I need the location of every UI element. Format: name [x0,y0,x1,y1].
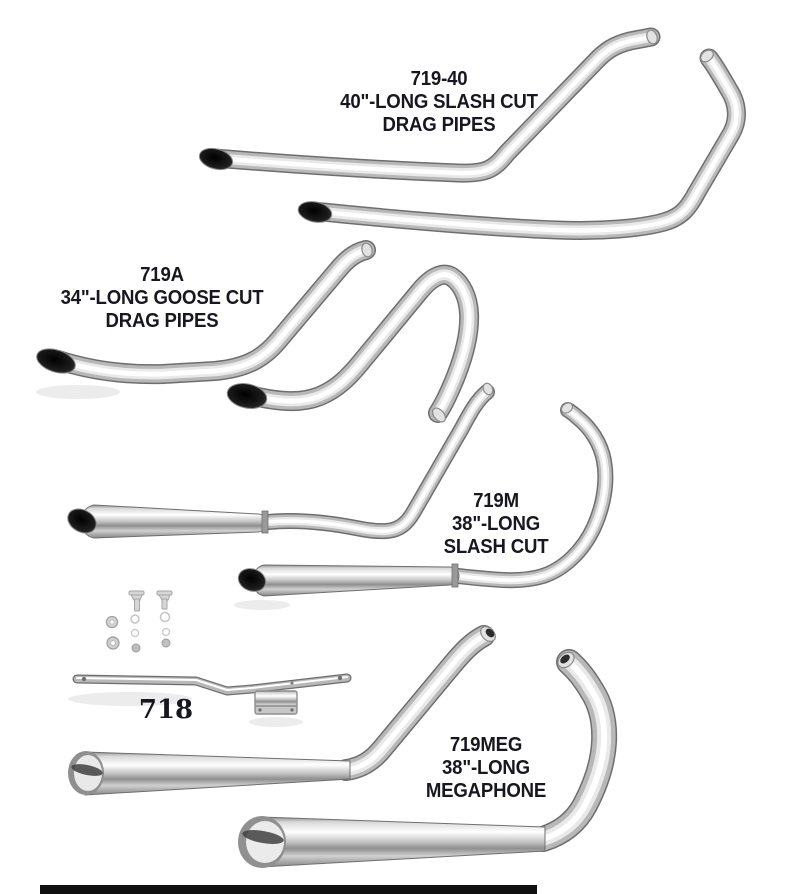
pipe-719MEG-front [238,649,618,868]
product-desc-line: SLASH CUT [443,536,549,558]
product-desc-line: DRAG PIPES [105,310,219,332]
soft-shadows [36,385,303,727]
product-code: 719-40 [410,68,468,90]
product-code: 719M [473,490,519,512]
product-desc-line: 38"-LONG [442,757,530,779]
pipe-719-40-rear [198,27,661,183]
pipe-719MEG-rear [68,625,496,796]
product-code: 718 [138,695,194,725]
megaphones-719MEG-photo [68,625,618,868]
pipe-719M-rear [67,382,495,540]
product-label-718: 718 [139,697,193,723]
pipe-719A-front [226,264,480,423]
bottom-divider-bar [40,885,537,894]
product-desc-line: MEGAPHONE [425,780,547,802]
product-desc-line: 34"-LONG GOOSE CUT [60,287,264,309]
product-label-719-40: 719-40 40"-LONG SLASH CUT DRAG PIPES [340,68,538,137]
pipe-719A-rear [36,240,376,385]
product-desc-line: 38"-LONG [452,513,540,535]
drag-pipes-719A-photo [36,240,480,423]
product-desc-line: 40"-LONG SLASH CUT [340,91,538,113]
drag-pipes-719-40-photo [198,27,746,241]
product-label-719M: 719M 38"-LONG SLASH CUT [444,490,549,559]
product-label-719A: 719A 34"-LONG GOOSE CUT DRAG PIPES [61,264,264,333]
pipes-719M-photo [67,382,614,597]
hardware-kit [105,590,173,653]
bracket-bar [72,673,352,715]
pipe-719-40-front [297,48,746,241]
product-code: 719MEG [449,734,523,756]
bracket-718-photo [72,590,352,715]
product-desc-line: DRAG PIPES [382,114,496,136]
product-code: 719A [140,264,184,286]
product-label-719MEG: 719MEG 38"-LONG MEGAPHONE [426,734,546,803]
pipe-719M-front [237,402,614,597]
